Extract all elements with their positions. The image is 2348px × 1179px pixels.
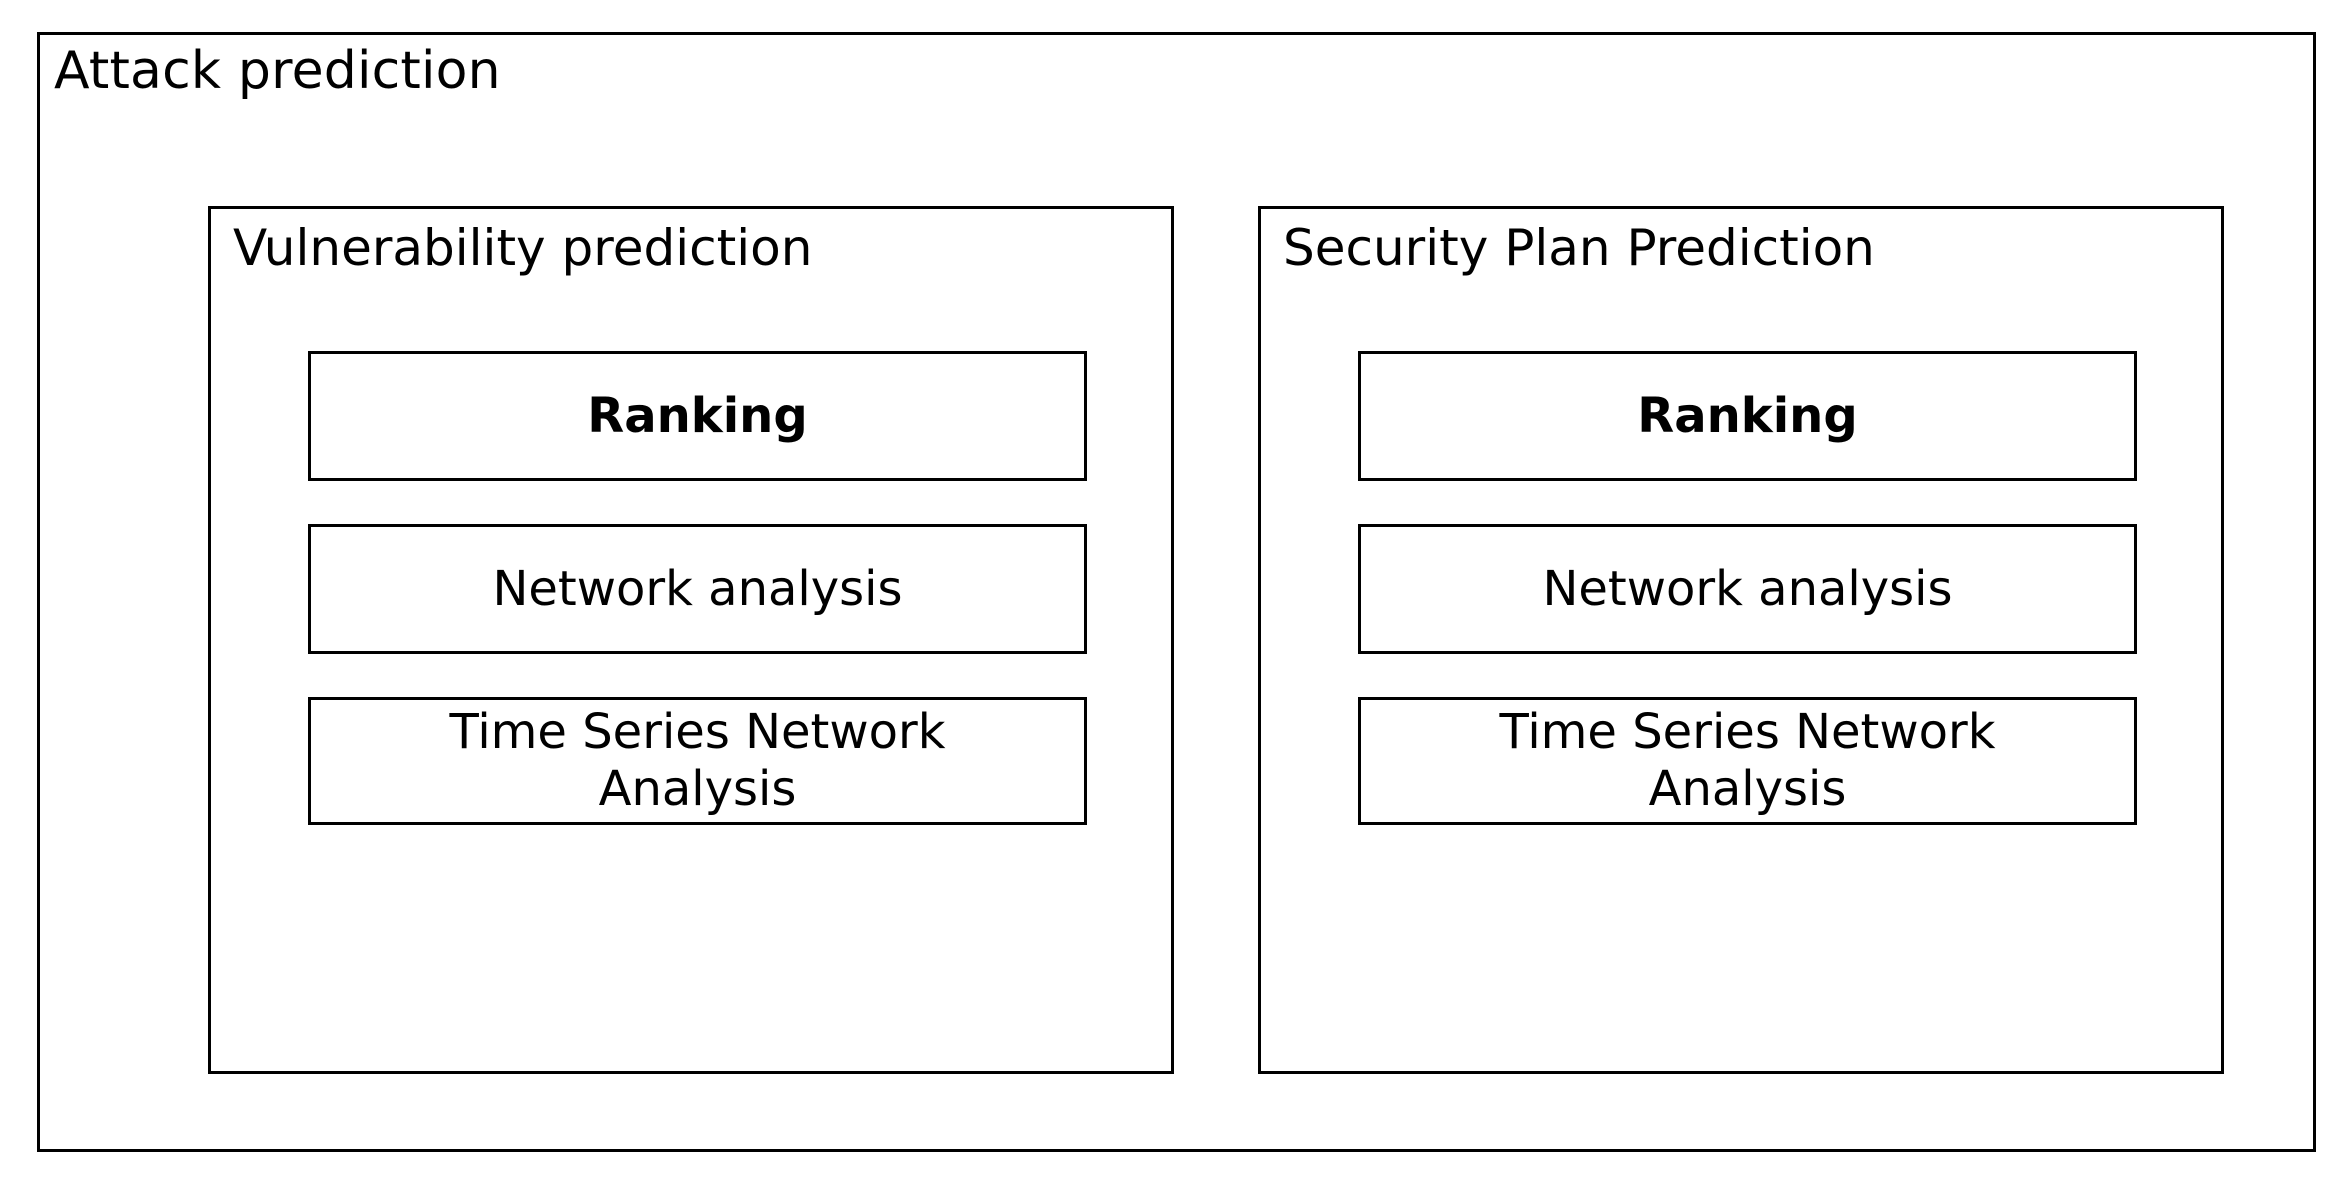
leaf-list-security-plan-prediction: Ranking Network analysis Time Series Net…	[1358, 351, 2137, 825]
leaf-list-vulnerability-prediction: Ranking Network analysis Time Series Net…	[308, 351, 1087, 825]
leaf-label-network-analysis: Network analysis	[492, 560, 903, 617]
leaf-box-time-series-network-analysis-security-plan: Time Series Network Analysis	[1358, 697, 2137, 825]
column-security-plan-prediction: Security Plan Prediction Ranking Network…	[1258, 206, 2224, 1074]
leaf-box-ranking-vulnerability: Ranking	[308, 351, 1087, 481]
attack-prediction-container: Attack prediction Vulnerability predicti…	[37, 32, 2316, 1152]
column-title-security-plan-prediction: Security Plan Prediction	[1283, 219, 1875, 277]
leaf-label-network-analysis: Network analysis	[1542, 560, 1953, 617]
leaf-box-network-analysis-vulnerability: Network analysis	[308, 524, 1087, 654]
leaf-label-ranking: Ranking	[1637, 387, 1858, 444]
leaf-label-time-series-network-analysis: Time Series Network Analysis	[449, 704, 946, 817]
column-title-vulnerability-prediction: Vulnerability prediction	[233, 219, 813, 277]
leaf-box-network-analysis-security-plan: Network analysis	[1358, 524, 2137, 654]
leaf-box-time-series-network-analysis-vulnerability: Time Series Network Analysis	[308, 697, 1087, 825]
page-title: Attack prediction	[54, 41, 501, 101]
leaf-box-ranking-security-plan: Ranking	[1358, 351, 2137, 481]
leaf-label-time-series-network-analysis: Time Series Network Analysis	[1499, 704, 1996, 817]
leaf-label-ranking: Ranking	[587, 387, 808, 444]
column-group: Vulnerability prediction Ranking Network…	[208, 206, 2224, 1074]
column-vulnerability-prediction: Vulnerability prediction Ranking Network…	[208, 206, 1174, 1074]
